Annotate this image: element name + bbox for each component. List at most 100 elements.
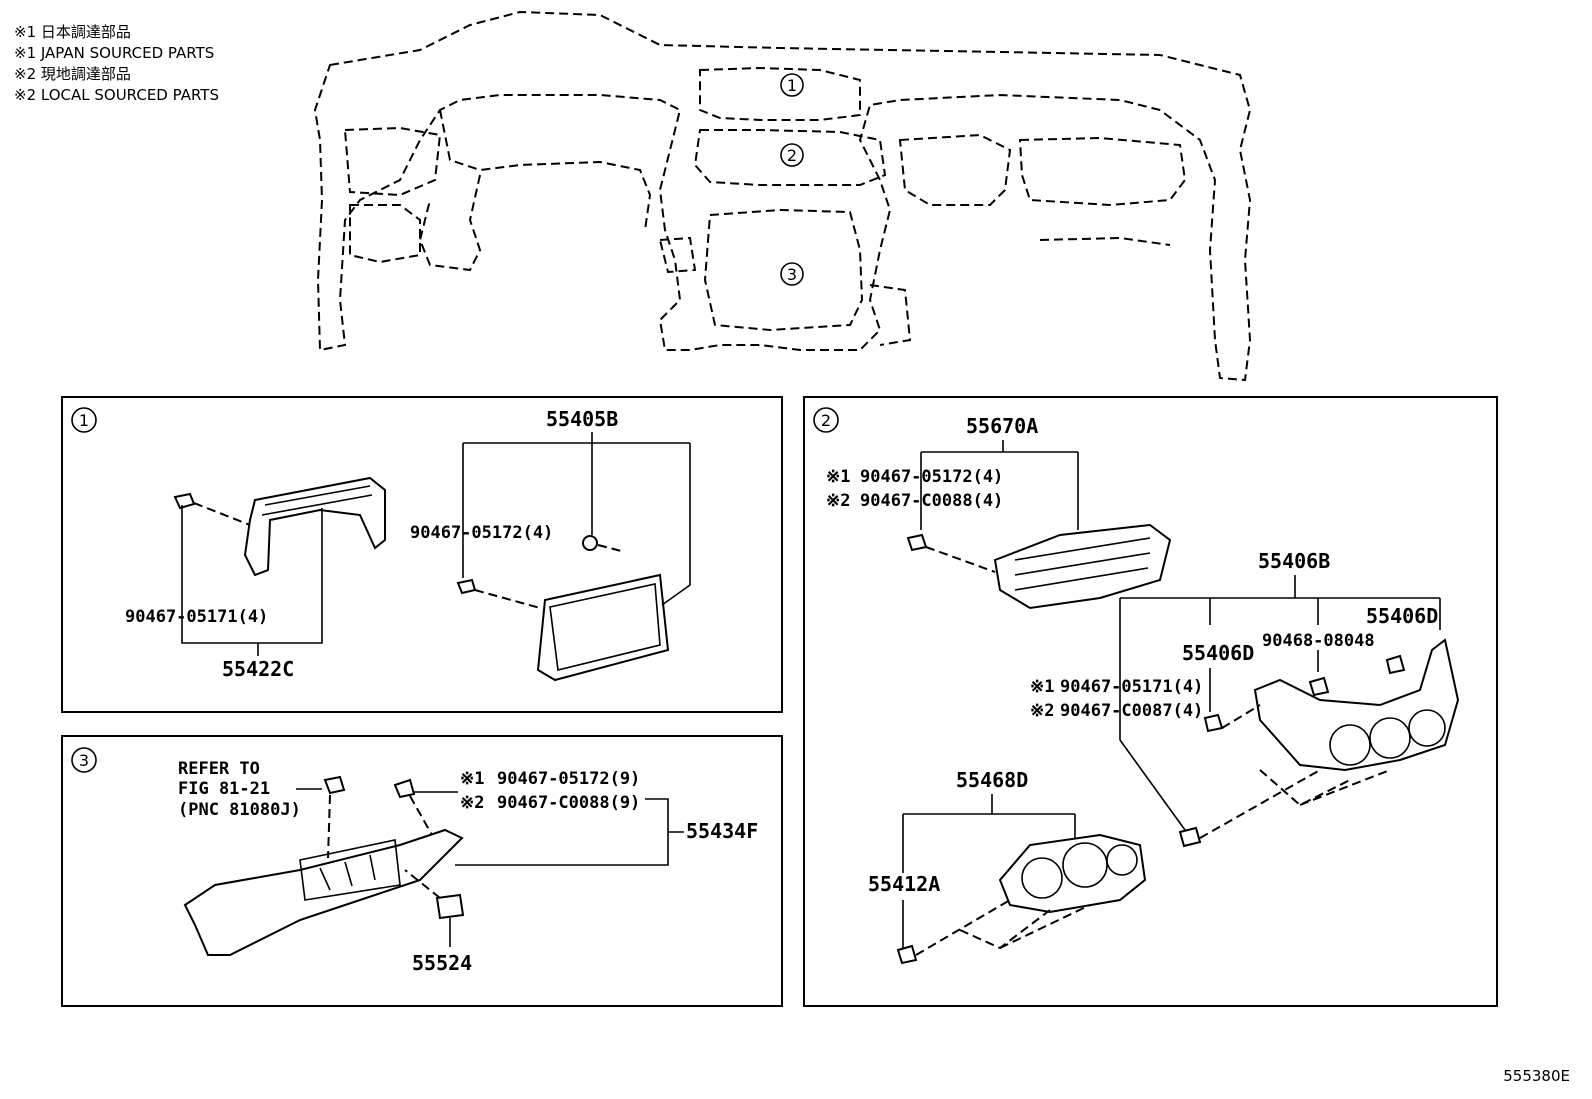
part-label-55406D-left: 55406D <box>1182 641 1254 665</box>
clip-90467-05172-9-drawing <box>393 778 416 799</box>
note-b-part: 90467-C0088(4) <box>860 491 1003 511</box>
clip-05172-9-leader <box>409 795 433 836</box>
clip-55406D-right-drawing <box>1385 654 1406 675</box>
screw-drawing <box>582 535 598 551</box>
note-c-part: 90467-05171(4) <box>1060 677 1203 697</box>
register-55670A-drawing <box>993 523 1172 610</box>
part-label-55406B: 55406B <box>1258 549 1330 573</box>
panel-2: 2 55670A ※1 90467-05172(4) ※2 90467-C008… <box>803 396 1498 1007</box>
part-label-55468D: 55468D <box>956 768 1028 792</box>
lower-console-area <box>703 208 864 332</box>
dashboard-overview: 1 2 3 <box>313 10 1252 382</box>
overview-callout-3-circle <box>780 262 804 286</box>
part-label-55406D-right: 55406D <box>1366 604 1438 628</box>
clip-55412A-drawing <box>896 944 918 965</box>
note-a-part: 90467-05172(4) <box>860 467 1003 487</box>
right-vent-area <box>898 133 1012 206</box>
screw-leader <box>597 544 626 553</box>
panel-1-number: 1 <box>79 411 89 430</box>
overview-callout-1: 1 <box>787 76 797 95</box>
legend-line-local-en: ※2 LOCAL SOURCED PARTS <box>14 86 219 104</box>
part-55524-dashed <box>404 869 441 899</box>
clip-left-dashed <box>1221 704 1261 729</box>
clip-90468-drawing <box>1308 676 1330 697</box>
note-d-marker: ※2 <box>1030 701 1054 721</box>
bezel-55406B-leader <box>1119 575 1441 740</box>
part-label-55412A: 55412A <box>868 872 940 896</box>
cluster-55468D-leader <box>902 794 1076 948</box>
part-label-90467-05172: 90467-05172(4) <box>410 523 553 543</box>
upper-display-area <box>699 66 861 121</box>
panel-3-number: 3 <box>79 751 89 770</box>
left-cluster-line <box>439 109 652 231</box>
refer-line-3: (PNC 81080J) <box>178 800 301 820</box>
panel-2-number-circle <box>813 407 839 433</box>
left-switch-area <box>349 204 421 264</box>
clip-55406D-left-drawing <box>1203 713 1224 733</box>
bezel-lower-leader <box>1119 739 1186 831</box>
overview-callout-2: 2 <box>787 146 797 165</box>
panel-2-frame <box>803 396 1498 1007</box>
clip-refer-leader <box>327 794 331 859</box>
legend-line-local-jp: ※2 現地調達部品 <box>14 65 131 83</box>
bezel-clip-leaders <box>1209 650 1319 712</box>
bezel-55406B-drawing <box>1253 638 1460 772</box>
clip-leader <box>193 502 251 526</box>
panel-1-number-circle <box>71 407 97 433</box>
register-louvers <box>1014 537 1151 591</box>
refer-line-2: FIG 81-21 <box>178 779 270 799</box>
left-vent-area <box>343 126 442 197</box>
middle-register-area <box>693 129 887 186</box>
note-2-part: 90467-C0088(9) <box>497 793 640 813</box>
note-b-marker: ※2 <box>826 491 850 511</box>
part-label-55405B: 55405B <box>546 407 618 431</box>
clip-90467-05171-drawing <box>173 492 196 510</box>
register-55670A-leader <box>920 440 1079 530</box>
part-label-55524: 55524 <box>412 951 472 975</box>
clip-refer-drawing <box>323 775 346 795</box>
clip-05172-leader <box>474 589 541 609</box>
part-55524-drawing <box>435 893 465 920</box>
figure-id: 555380E <box>1503 1067 1570 1085</box>
lower-panel-switch-dividers <box>319 854 376 891</box>
note-d-part: 90467-C0087(4) <box>1060 701 1203 721</box>
lower-panel-55434F-drawing <box>183 828 464 956</box>
clip-90467-05172-drawing <box>456 578 477 595</box>
right-lower-line <box>1039 236 1171 246</box>
note-1-marker: ※1 <box>460 769 484 789</box>
display-55405B-leader <box>462 432 691 606</box>
right-knee-area <box>869 284 912 346</box>
panel-3-number-circle <box>71 747 97 773</box>
left-lower-line <box>418 174 482 272</box>
refer-line-1: REFER TO <box>178 759 260 779</box>
part-label-90467-05171: 90467-05171(4) <box>125 607 268 627</box>
panel-1-frame <box>61 396 783 713</box>
legend-line-japan-jp: ※1 日本調達部品 <box>14 23 131 41</box>
cluster-dashed-leaders <box>915 899 1091 956</box>
center-switch-area <box>658 236 697 274</box>
display-frame-drawing <box>536 573 670 682</box>
cluster-gauge-1 <box>1021 857 1063 899</box>
panel-1: 1 90467-05171(4) 55422C 55405B 90467-051… <box>61 396 783 713</box>
note-a-marker: ※1 <box>826 467 850 487</box>
overview-callout-2-circle <box>780 143 804 167</box>
lower-panel-switch-bank <box>299 839 401 901</box>
part-label-90468-08048: 90468-08048 <box>1262 631 1375 651</box>
bracket-55422C-leader <box>181 505 323 644</box>
part-label-55422C: 55422C <box>222 657 294 681</box>
glovebox-area <box>1018 136 1187 207</box>
bezel-knob-hole-1 <box>1329 724 1371 766</box>
clip-lower-bezel-drawing <box>1178 826 1202 848</box>
sourcing-legend: ※1 日本調達部品 ※1 JAPAN SOURCED PARTS ※2 現地調達… <box>14 22 219 106</box>
legend-line-japan-en: ※1 JAPAN SOURCED PARTS <box>14 44 215 62</box>
part-label-55670A: 55670A <box>966 414 1038 438</box>
clip-90467-05172-p2-drawing <box>906 533 928 552</box>
dashboard-outline <box>313 10 1252 382</box>
panel-2-number: 2 <box>821 411 831 430</box>
bezel-knob-hole-2 <box>1369 717 1411 759</box>
note-1-part: 90467-05172(9) <box>497 769 640 789</box>
cluster-gauge-2 <box>1062 842 1108 888</box>
panel-3: 3 REFER TO FIG 81-21 (PNC 81080J) ※1 904… <box>61 735 783 1007</box>
cluster-gauge-3 <box>1106 844 1138 876</box>
